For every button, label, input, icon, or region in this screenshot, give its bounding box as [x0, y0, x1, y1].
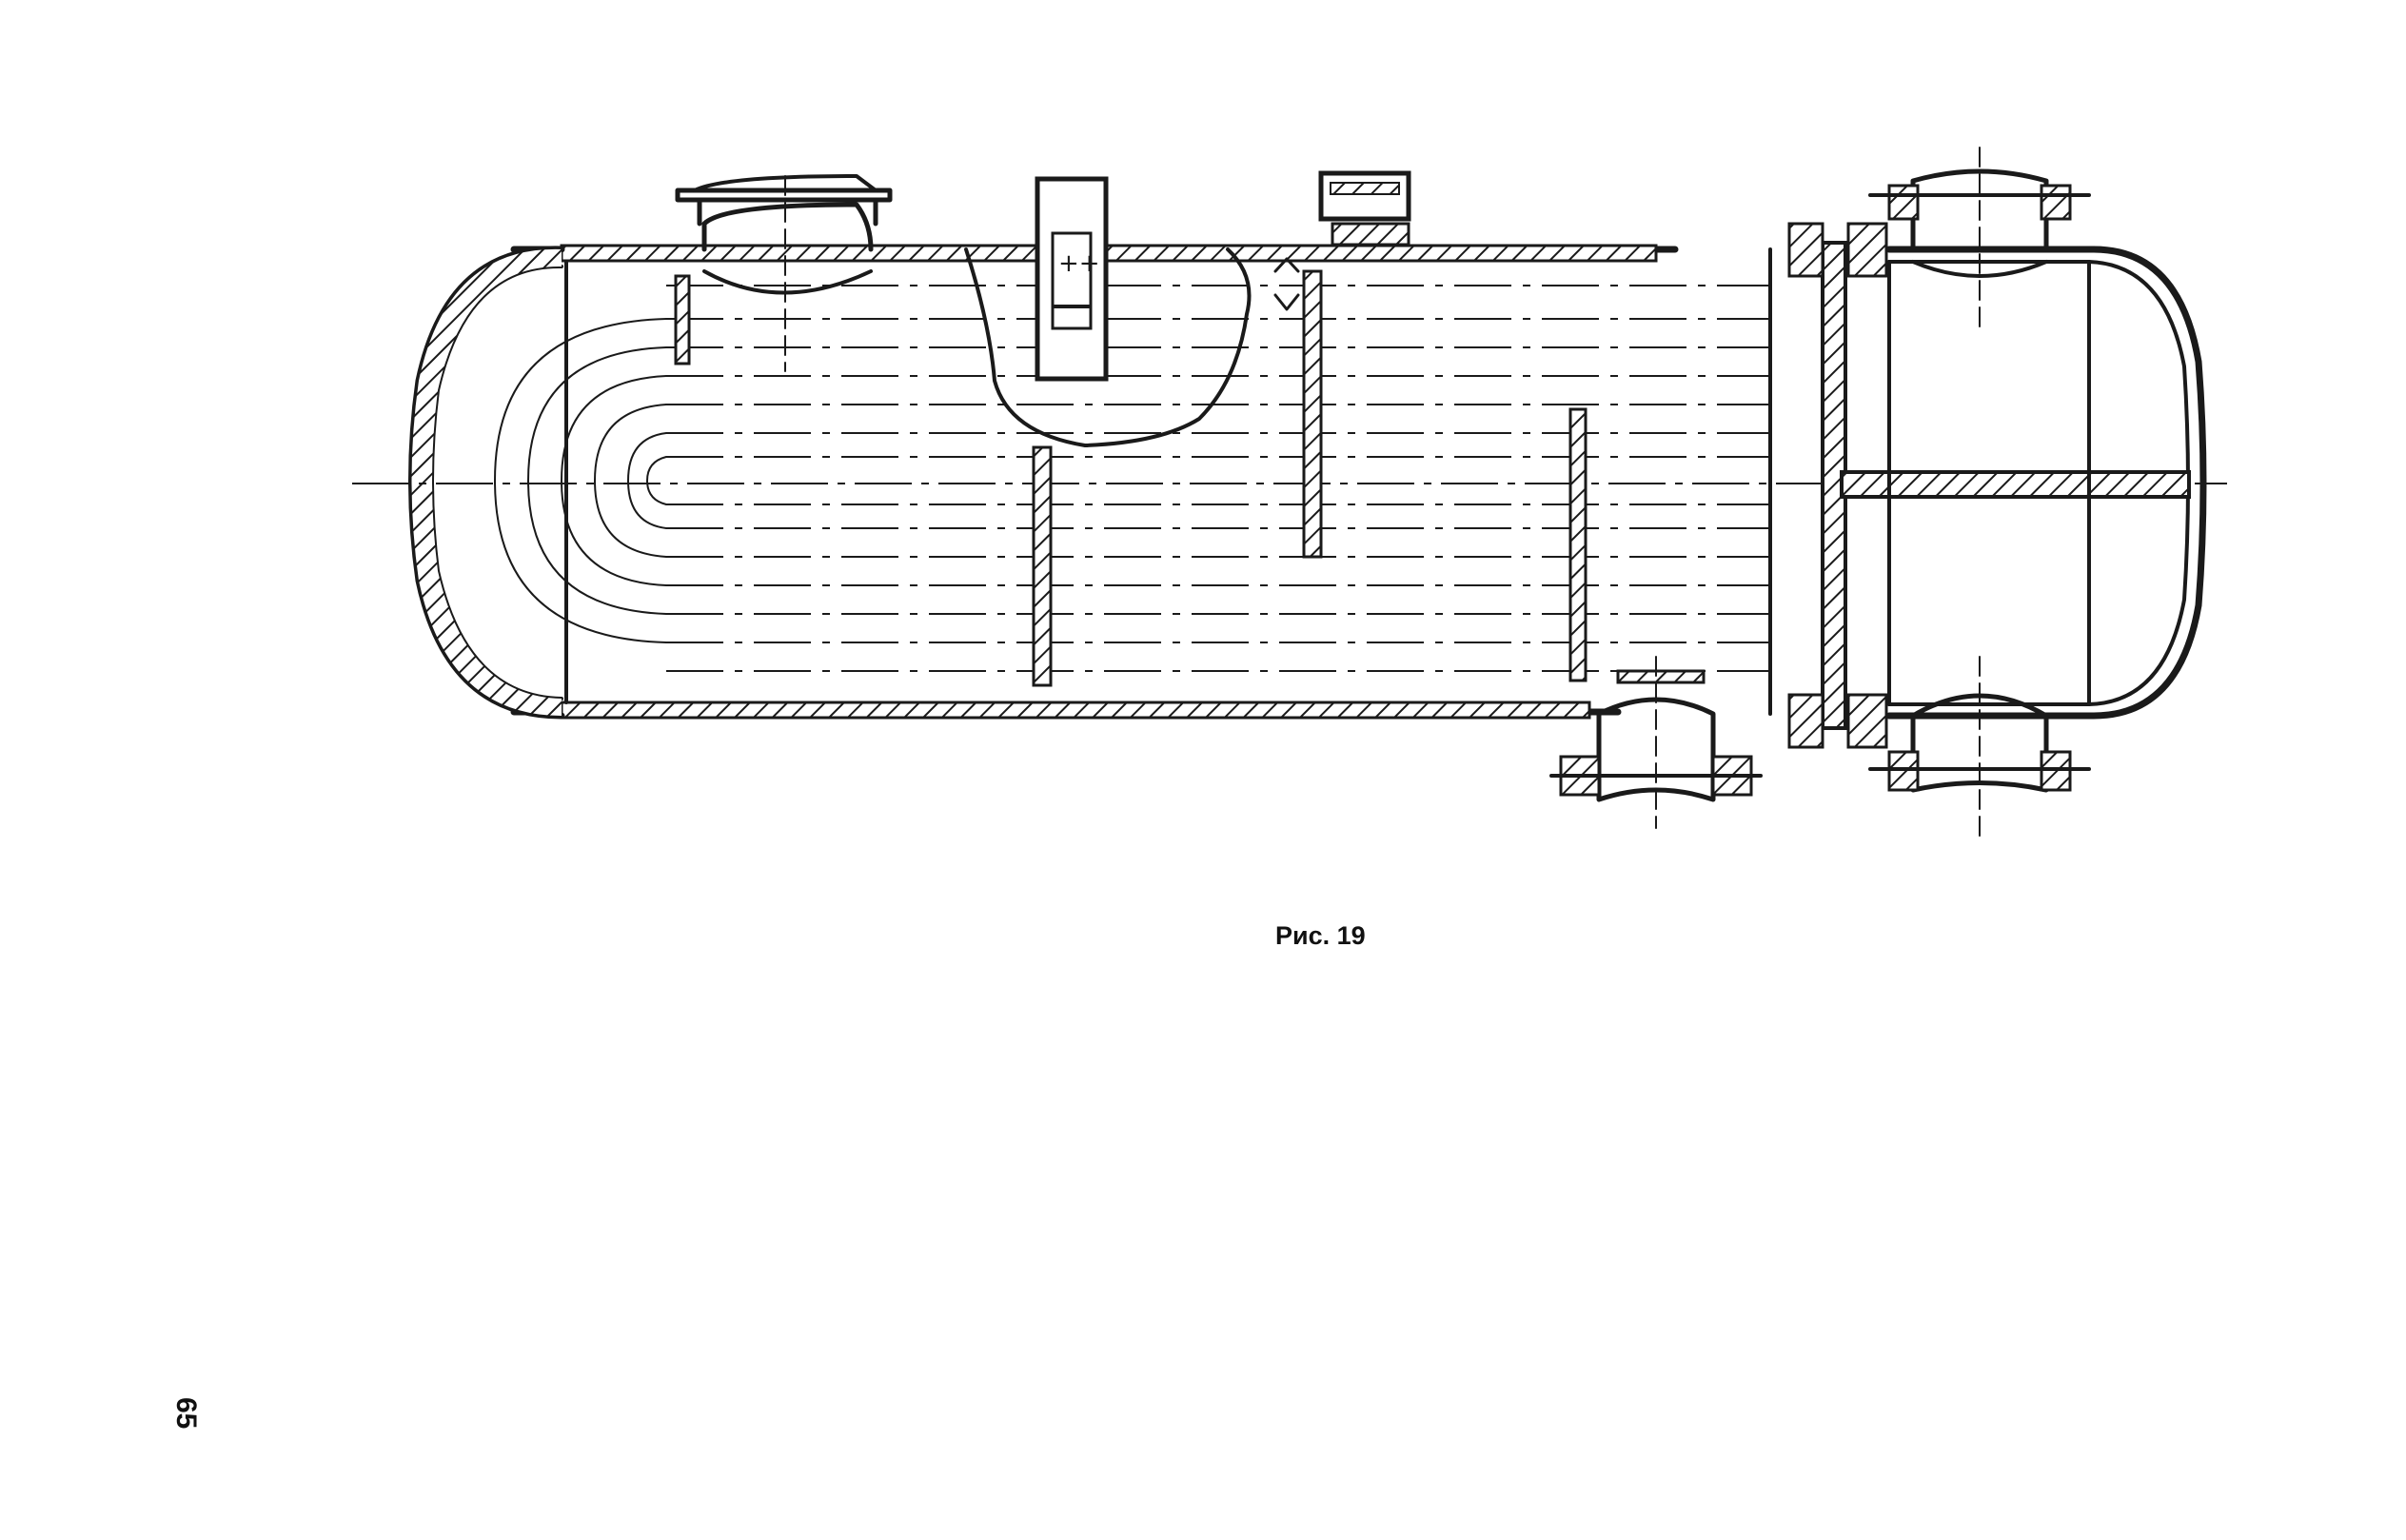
- channel-top-nozzle: [1868, 147, 2091, 329]
- left-head: [408, 246, 568, 720]
- shell: [510, 244, 1679, 720]
- baffle-2: [1032, 445, 1053, 687]
- baffles: [674, 269, 1588, 687]
- channel-bottom-nozzle: [1868, 656, 2091, 843]
- baffle-3: [1302, 269, 1323, 559]
- baffle-4: [1568, 407, 1588, 682]
- svg-text:++: ++: [1058, 249, 1100, 278]
- page-number: 65: [170, 1397, 202, 1430]
- cutaway-section: ++: [964, 176, 1252, 447]
- bottom-nozzle: [1549, 656, 1763, 829]
- channel-head: [1840, 246, 2207, 720]
- shell-wall-top: [560, 244, 1658, 263]
- top-stub-nozzle: [1273, 170, 1411, 311]
- shell-wall-bottom: [560, 701, 1591, 720]
- figure-caption: Рис. 19: [1275, 921, 1366, 950]
- baffle-1: [674, 274, 691, 365]
- top-left-nozzle: [675, 174, 893, 372]
- pass-partition: [1840, 470, 2191, 499]
